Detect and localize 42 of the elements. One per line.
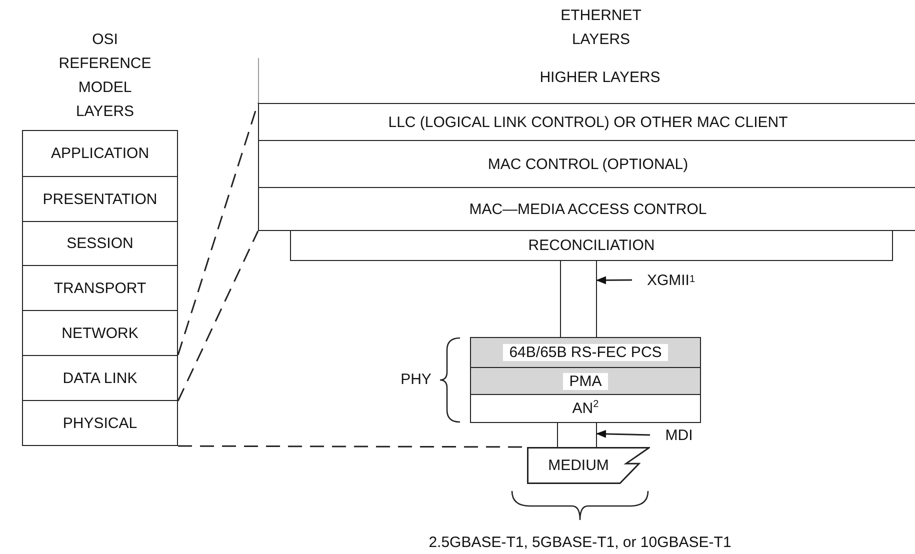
mapping-line xyxy=(177,230,259,402)
group-label: PHY xyxy=(400,370,432,390)
layer-label: APPLICATION xyxy=(50,145,150,162)
medium-shape xyxy=(527,447,650,484)
layer-label: SESSION xyxy=(66,235,134,252)
osi-layer-box xyxy=(22,400,178,446)
sublayer-label: AN$^{2}$ xyxy=(572,400,599,417)
layer-label: TRANSPORT xyxy=(54,280,146,296)
layer-label: MAC—MEDIA ACCESS CONTROL xyxy=(469,200,707,218)
osi-layer-box xyxy=(22,355,178,401)
leader-arrow xyxy=(596,276,632,284)
layer-label: MAC CONTROL (OPTIONAL) xyxy=(488,156,688,172)
osi-layer-box xyxy=(22,310,178,356)
osi-layer-box xyxy=(22,221,178,266)
sublayer-label: PMA xyxy=(563,372,608,390)
interface-bus xyxy=(557,422,597,448)
leader-arrow xyxy=(596,430,650,438)
phy-sublayer-box xyxy=(470,337,701,368)
column-heading: ETHERNET LAYERS xyxy=(560,6,642,50)
phy-sublayer-box xyxy=(470,394,701,423)
mapping-line xyxy=(177,102,259,356)
ethernet-layer-box xyxy=(258,187,915,231)
ethernet-layer-box xyxy=(290,230,893,261)
medium-label: MEDIUM xyxy=(548,457,609,474)
caption-text: 2.5GBASE-T1, 5GBASE-T1, or 10GBASE-T1 xyxy=(428,533,732,553)
layer-label: RECONCILIATION xyxy=(528,237,655,254)
layer-label: PRESENTATION xyxy=(42,190,158,208)
layer-label: LLC (LOGICAL LINK CONTROL) OR OTHER MAC CLIENT xyxy=(388,114,788,130)
interface-label: XGMII$^{1}$ xyxy=(636,268,706,292)
ethernet-layer-box xyxy=(258,103,915,141)
phy-sublayer-box xyxy=(470,367,701,395)
interface-label: MDI xyxy=(654,423,704,447)
layer-label: PHYSICAL xyxy=(62,414,138,432)
osi-layer-box xyxy=(22,176,178,222)
interface-bus xyxy=(560,260,597,338)
layer-label: DATA LINK xyxy=(62,370,138,386)
osi-layer-box xyxy=(22,265,178,311)
sublayer-label: 64B/65B RS-FEC PCS xyxy=(503,344,668,361)
layer-label: HIGHER LAYERS xyxy=(538,68,662,88)
osi-layer-box xyxy=(22,130,178,177)
column-heading: OSI REFERENCE MODEL LAYERS xyxy=(58,30,152,122)
layer-label: NETWORK xyxy=(62,324,138,342)
